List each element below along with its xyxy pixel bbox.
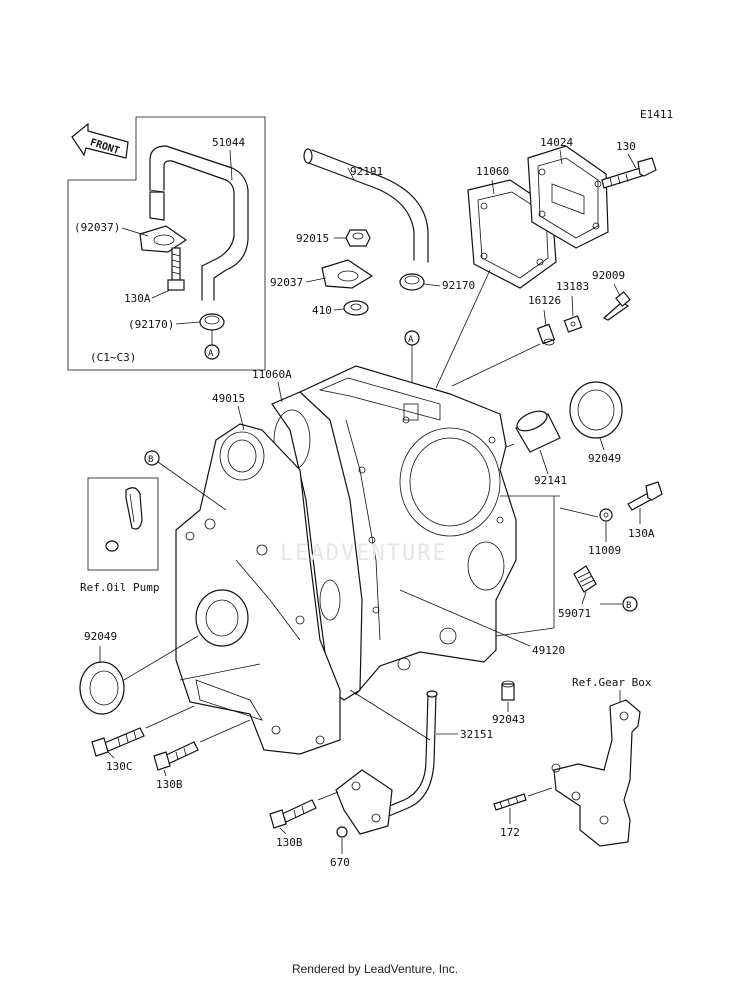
- diagram-code: E1411: [640, 108, 673, 121]
- part-16126: [536, 323, 556, 346]
- part-label-49015: 49015: [212, 392, 245, 405]
- part-label-92015: 92015: [296, 232, 329, 245]
- part-label-11060A: 11060A: [252, 368, 292, 381]
- part-label-32151: 32151: [460, 728, 493, 741]
- front-arrow-icon: FRONT: [71, 122, 129, 159]
- callout-b-right: [622, 596, 638, 612]
- inset-note: (C1~C3): [90, 351, 136, 364]
- part-label-130A-inset: 130A: [124, 292, 151, 305]
- cover-14024: [527, 145, 609, 249]
- part-label-11060: 11060: [476, 165, 509, 178]
- part-label-59071: 59071: [558, 607, 591, 620]
- oil-seal-92049-left: [79, 661, 125, 715]
- dowel-92043: [501, 680, 515, 701]
- part-label-92141: 92141: [534, 474, 567, 487]
- stud-172: [493, 793, 527, 811]
- callout-a-inset-text: A: [208, 349, 214, 359]
- callout-b-main: [144, 450, 160, 466]
- clamp-92037-inset: [139, 225, 188, 253]
- part-label-92049-right: 92049: [588, 452, 621, 465]
- part-label-92037-inset: (92037): [74, 221, 120, 234]
- part-label-130C: 130C: [106, 760, 133, 773]
- hose-clip-92170-inset: [199, 313, 225, 331]
- part-label-14024: 14024: [540, 136, 573, 149]
- part-label-130A-right: 130A: [628, 527, 655, 540]
- nut-92015: [345, 229, 371, 247]
- bolt-130C: [91, 727, 145, 757]
- part-label-92170-inset: (92170): [128, 318, 174, 331]
- bolt-130B-left: [153, 741, 199, 771]
- bolt-130A-inset: [167, 247, 185, 291]
- bolt-130A-right: [627, 481, 663, 511]
- ref-gear-box: Ref.Gear Box: [572, 676, 652, 689]
- breather-hose-92191: [303, 148, 429, 263]
- o-ring-670: [336, 826, 348, 838]
- oil-seal-92049-right: [569, 381, 623, 439]
- part-label-11009: 11009: [588, 544, 621, 557]
- bolt-130B-bottom: [269, 799, 317, 829]
- callout-b-right-text: B: [626, 601, 631, 611]
- breather-hose-51044: [149, 145, 249, 301]
- part-13183: [563, 315, 583, 333]
- part-label-92170: 92170: [442, 279, 475, 292]
- part-label-670: 670: [330, 856, 350, 869]
- part-label-92009: 92009: [592, 269, 625, 282]
- part-label-16126: 16126: [528, 294, 561, 307]
- gasket-11060A: [271, 391, 363, 701]
- part-label-92037: 92037: [270, 276, 303, 289]
- part-label-172: 172: [500, 826, 520, 839]
- oil-pump-ref-box: [87, 477, 159, 571]
- part-label-92043: 92043: [492, 713, 525, 726]
- washer-410: [343, 300, 369, 316]
- part-label-410: 410: [312, 304, 332, 317]
- washer-11009: [599, 508, 613, 522]
- clamp-92037: [321, 259, 374, 289]
- part-label-92191: 92191: [350, 165, 383, 178]
- pipe-32151: [335, 690, 438, 835]
- callout-b-main-text: B: [148, 455, 153, 465]
- bushing-92141: [515, 410, 561, 453]
- inset-box: [67, 116, 266, 371]
- callout-a-main-text: A: [408, 335, 414, 345]
- screw-92009: [602, 291, 631, 321]
- part-label-130B-left: 130B: [156, 778, 183, 791]
- footer-credit: Rendered by LeadVenture, Inc.: [291, 962, 459, 976]
- part-label-13183: 13183: [556, 280, 589, 293]
- part-label-130B-bottom: 130B: [276, 836, 303, 849]
- hose-clip-92170: [399, 273, 425, 291]
- plug-59071: [573, 565, 597, 593]
- bracket-gear-box: [551, 699, 641, 847]
- part-label-51044: 51044: [212, 136, 245, 149]
- watermark: LEADVENTURE: [280, 541, 448, 566]
- part-label-49120: 49120: [532, 644, 565, 657]
- part-label-92049-left: 92049: [84, 630, 117, 643]
- bolt-130: [601, 157, 657, 189]
- part-label-130-top: 130: [616, 140, 636, 153]
- ref-oil-pump: Ref.Oil Pump: [80, 581, 159, 594]
- cover-49015: [175, 423, 341, 755]
